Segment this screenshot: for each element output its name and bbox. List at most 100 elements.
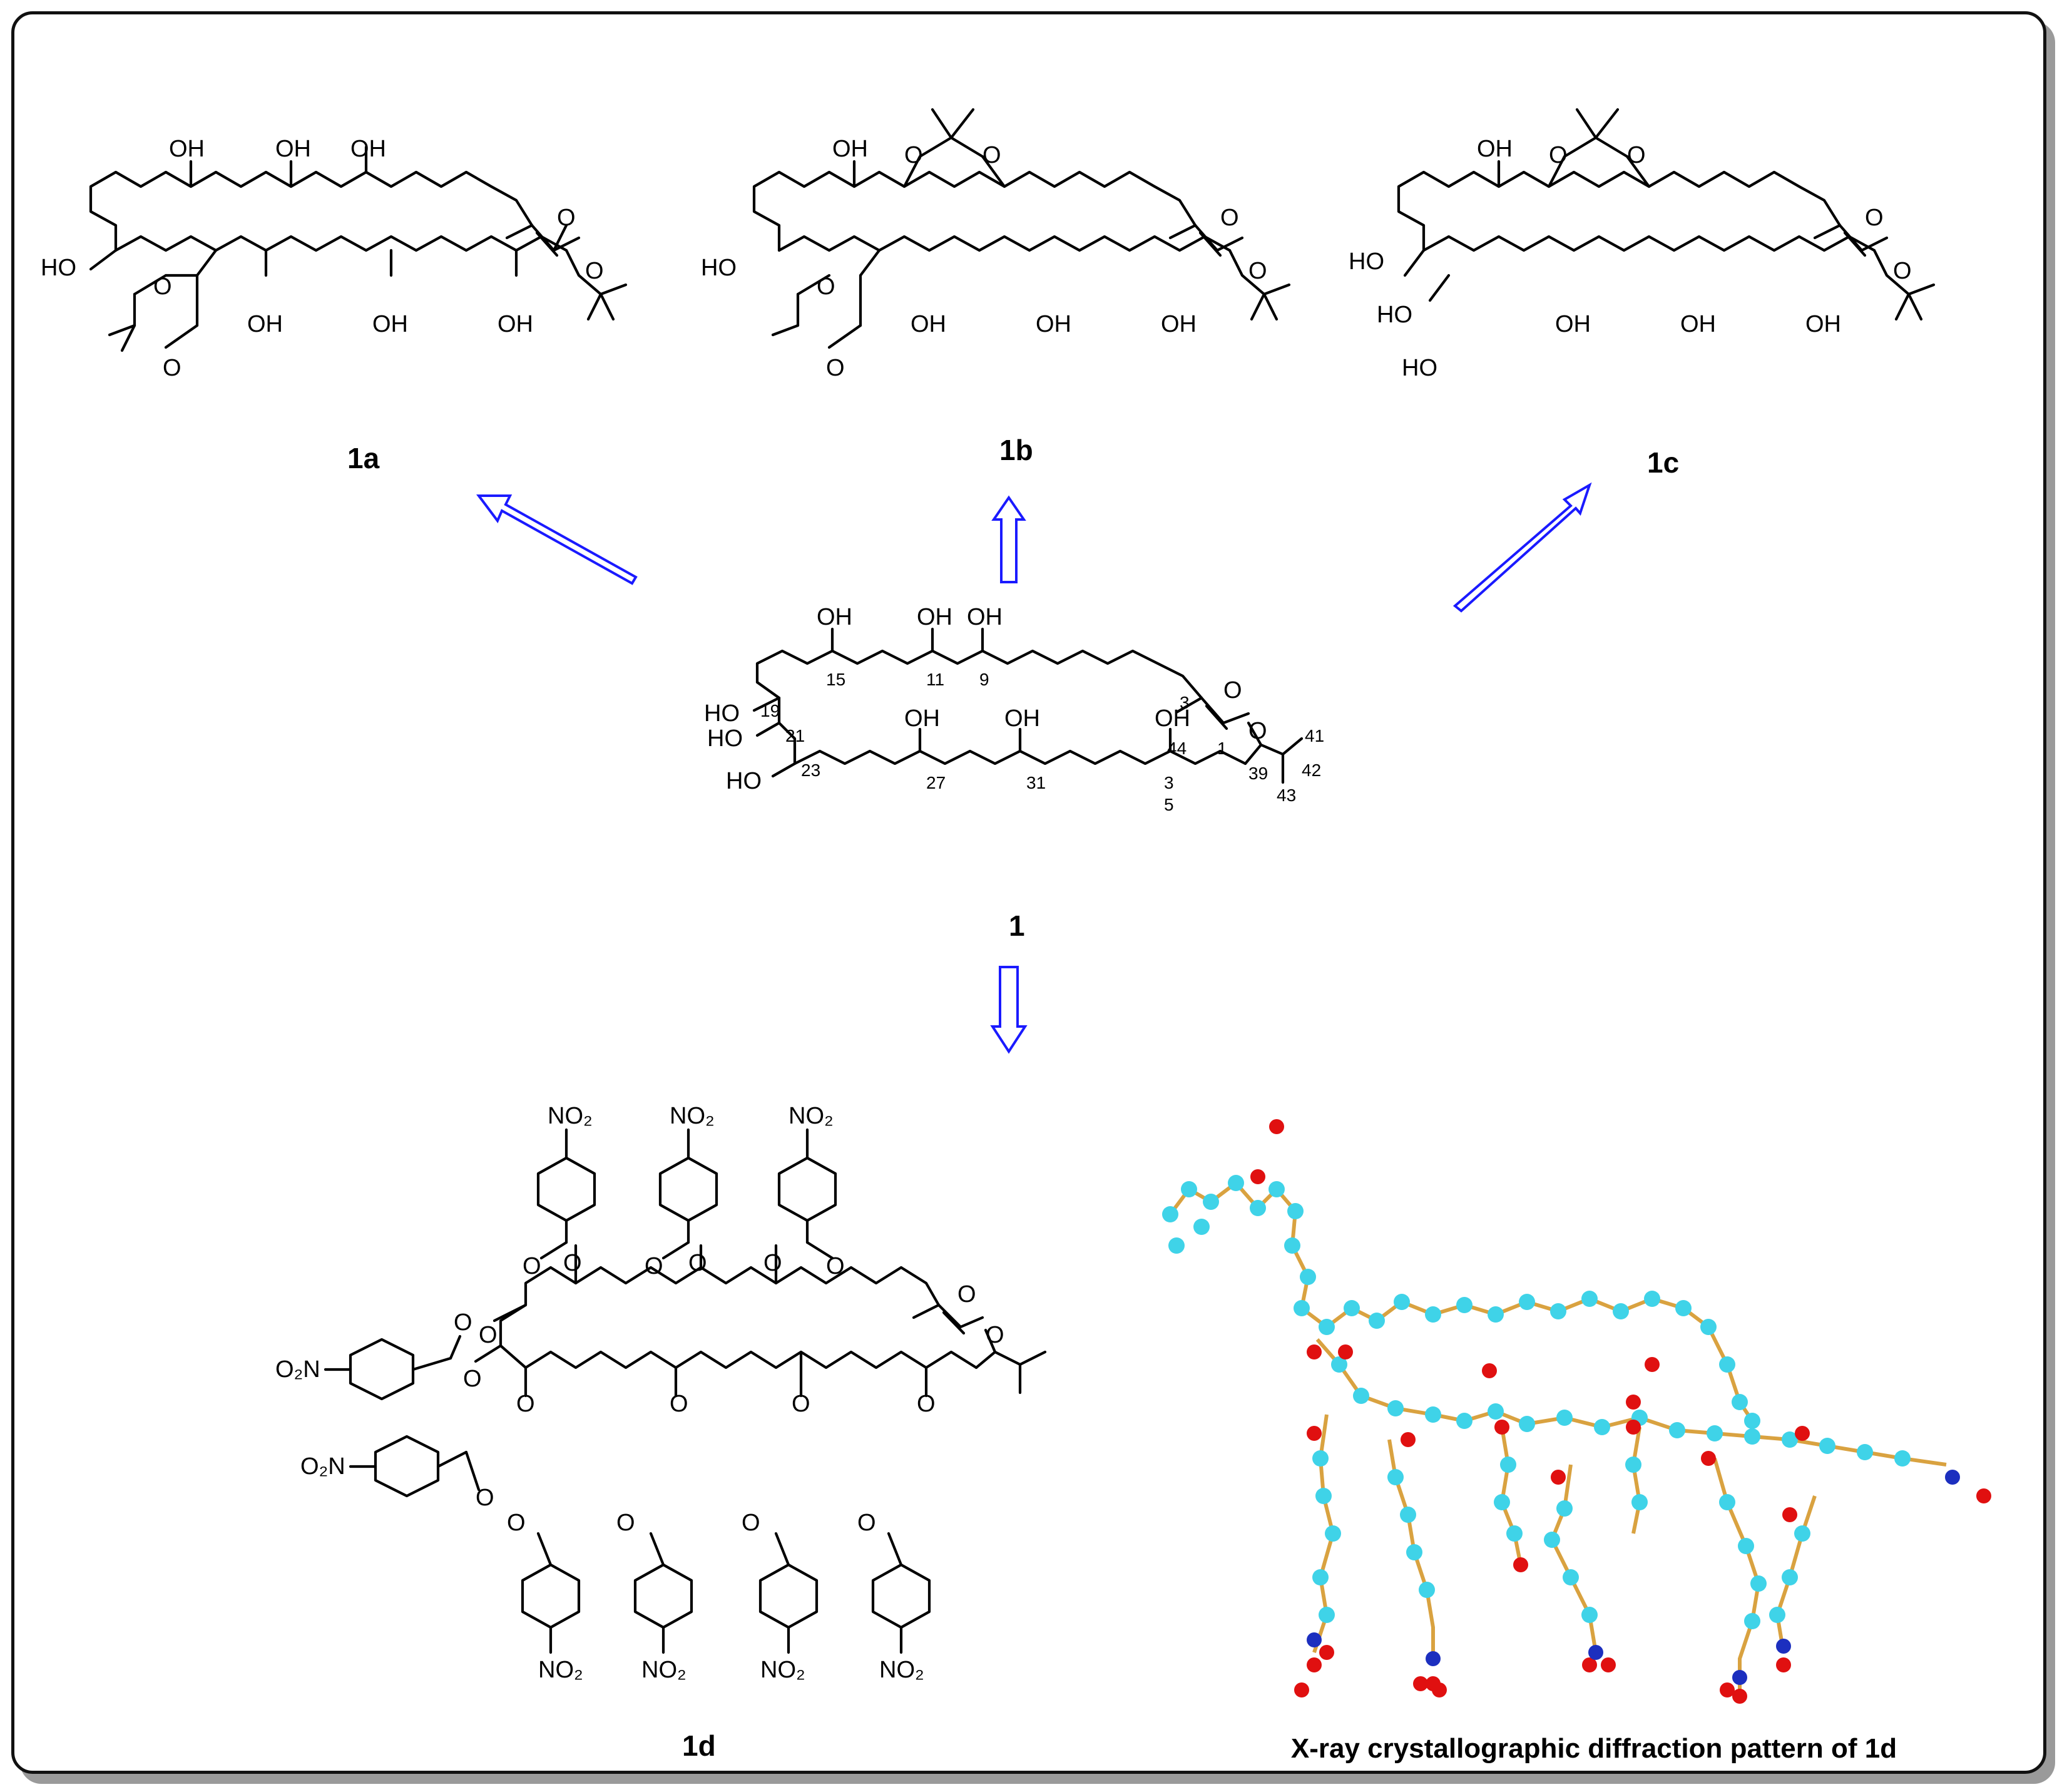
ester-o-label: O [516, 1391, 535, 1417]
o-label: O [153, 274, 172, 300]
nitrobenzoate-left-1: O₂N O [275, 1309, 472, 1401]
carbon-atom-sphere [1506, 1525, 1523, 1542]
nitrobenzoate-bottom-1: NO₂ O [507, 1510, 583, 1683]
ho-label: HO [1377, 302, 1412, 328]
oh-label: OH [1155, 705, 1190, 732]
structure-1: OH OH OH HO HO HO OH OH OH O O 15 11 9 3… [704, 604, 1324, 814]
carbon-atom-sphere [1644, 1291, 1660, 1307]
arrow-to-1a [476, 494, 638, 585]
xray-atoms [1162, 1119, 1991, 1704]
xray-bonds [1168, 1180, 1947, 1690]
carbon-atom-sphere [1519, 1416, 1535, 1432]
carbonyl-o-label: O [507, 1510, 526, 1536]
locant-23: 23 [801, 760, 820, 780]
oxygen-atom-sphere [1976, 1488, 1991, 1503]
carbonyl-o-label: O [742, 1510, 760, 1536]
compound-label-1c: 1c [1647, 446, 1679, 479]
arrow-to-1d [990, 966, 1028, 1054]
carbon-atom-sphere [1700, 1319, 1717, 1335]
o-label: O [1248, 718, 1267, 744]
no2-label: NO₂ [760, 1657, 805, 1683]
carbon-atom-sphere [1556, 1500, 1573, 1517]
carbon-atom-sphere [1387, 1469, 1404, 1485]
carbon-atom-sphere [1744, 1428, 1760, 1445]
carbon-atom-sphere [1456, 1413, 1473, 1429]
carbon-atom-sphere [1425, 1406, 1441, 1423]
oh-label: OH [498, 311, 533, 337]
o2n-label: O₂N [300, 1453, 345, 1480]
carbon-atom-sphere [1769, 1607, 1785, 1623]
oxygen-atom-sphere [1432, 1682, 1447, 1697]
carbon-atom-sphere [1287, 1203, 1304, 1219]
carbonyl-o-label: O [616, 1510, 635, 1536]
carbon-atom-sphere [1707, 1425, 1723, 1441]
carbon-atom-sphere [1268, 1181, 1285, 1197]
oh-label: OH [1555, 311, 1591, 337]
nitrogen-atom-sphere [1426, 1651, 1441, 1666]
o-label: O [1248, 258, 1267, 284]
oxygen-atom-sphere [1294, 1682, 1309, 1697]
oxygen-atom-sphere [1626, 1395, 1641, 1410]
o2n-label: O₂N [275, 1356, 320, 1383]
structure-1d: O O O O O O O O O O O NO₂ O NO₂ O [275, 1103, 1047, 1683]
ester-o-label: O [563, 1250, 582, 1276]
o-label: O [1220, 205, 1239, 231]
o-label: O [585, 258, 604, 284]
oxygen-atom-sphere [1401, 1432, 1416, 1447]
carbon-atom-sphere [1406, 1544, 1422, 1560]
carbon-atom-sphere [1284, 1237, 1300, 1254]
oh-label: OH [911, 311, 946, 337]
oxygen-atom-sphere [1601, 1657, 1616, 1672]
carbon-atom-sphere [1669, 1422, 1685, 1438]
nitrobenzoate-bottom-4: NO₂ O [857, 1510, 931, 1683]
nitrobenzoate-top-2: NO₂ O [645, 1103, 718, 1279]
ho-label: HO [41, 255, 76, 281]
o-label: O [817, 274, 835, 300]
oxygen-atom-sphere [1482, 1363, 1497, 1378]
ho-label: HO [1349, 248, 1384, 275]
carbonyl-o-label: O [476, 1485, 494, 1511]
carbonyl-o-label: O [645, 1253, 663, 1279]
compound-label-1d: 1d [682, 1729, 716, 1762]
oxygen-atom-sphere [1338, 1344, 1353, 1359]
carbon-atom-sphere [1294, 1300, 1310, 1316]
carbon-atom-sphere [1319, 1607, 1335, 1623]
locant-41: 41 [1305, 726, 1324, 745]
locant-27: 27 [926, 773, 946, 792]
carbon-atom-sphere [1400, 1507, 1416, 1523]
oxygen-atom-sphere [1269, 1119, 1284, 1134]
carbon-atom-sphere [1325, 1525, 1341, 1542]
ho-label: HO [701, 255, 737, 281]
carbon-atom-sphere [1193, 1219, 1210, 1235]
oh-label: OH [1161, 311, 1197, 337]
o-label: O [1627, 142, 1646, 168]
oh-label: OH [1004, 705, 1040, 732]
carbon-atom-sphere [1894, 1450, 1911, 1467]
carbon-atom-sphere [1732, 1394, 1748, 1410]
oh-label: OH [247, 311, 283, 337]
oh-label: OH [350, 136, 386, 162]
locant-43: 43 [1277, 786, 1296, 805]
locant-19: 19 [760, 701, 780, 720]
carbon-atom-sphere [1744, 1613, 1760, 1629]
locant-1: 1 [1217, 739, 1227, 758]
carbon-atom-sphere [1300, 1269, 1316, 1285]
nitrogen-atom-sphere [1945, 1470, 1960, 1485]
oxygen-atom-sphere [1413, 1676, 1428, 1691]
carbon-atom-sphere [1744, 1413, 1760, 1429]
carbon-atom-sphere [1419, 1582, 1435, 1598]
no2-label: NO₂ [789, 1103, 834, 1129]
compound-label-1a: 1a [347, 442, 380, 474]
structure-1c: OH O O HO HO HO OH OH OH O O [1349, 108, 1936, 381]
oxygen-atom-sphere [1494, 1420, 1509, 1435]
o-label: O [986, 1322, 1004, 1348]
oxygen-atom-sphere [1645, 1357, 1660, 1372]
carbon-atom-sphere [1456, 1297, 1473, 1313]
carbon-atom-sphere [1312, 1569, 1329, 1585]
carbon-atom-sphere [1738, 1538, 1754, 1554]
carbon-atom-sphere [1675, 1300, 1692, 1316]
xray-structure-1d [1162, 1119, 1991, 1704]
locant-11: 11 [926, 670, 944, 689]
carbon-atom-sphere [1315, 1488, 1332, 1504]
ho-label: HO [704, 700, 740, 727]
